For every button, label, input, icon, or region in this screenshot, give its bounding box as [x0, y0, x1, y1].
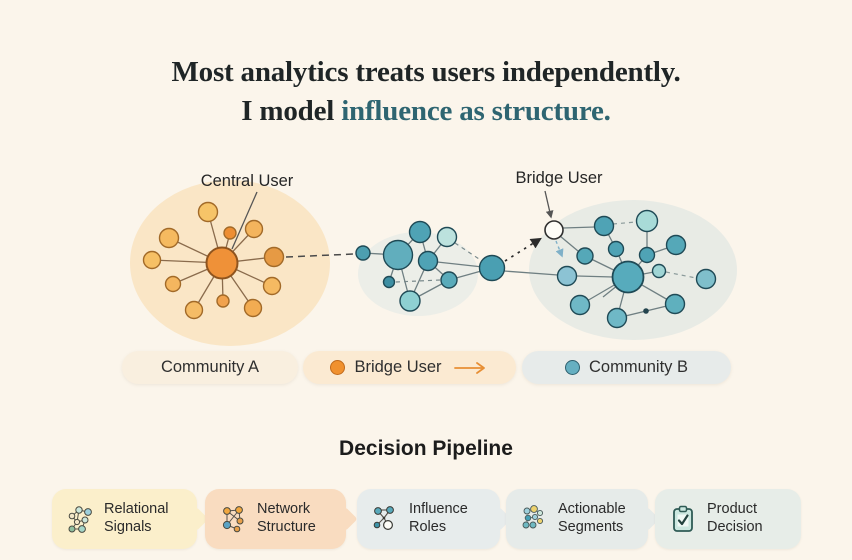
community-a-node — [184, 300, 204, 320]
community-a-node — [223, 226, 237, 240]
actionable-segments-icon — [522, 505, 544, 529]
central-user-label: Central User — [201, 172, 294, 190]
step-label-line2: Decision — [707, 519, 763, 535]
middle-node — [399, 290, 421, 312]
community-a-node — [263, 246, 285, 268]
community-a-node — [262, 276, 282, 296]
middle-node — [478, 254, 506, 282]
community-a-node — [216, 294, 230, 308]
legend-pill-community-a: Community A — [122, 351, 298, 384]
middle-node — [382, 239, 414, 271]
step-label-line1: Influence — [409, 501, 468, 518]
bridge-user-label: Bridge User — [515, 169, 603, 187]
bridge-user-node — [544, 220, 564, 240]
central-user-pointer-line — [231, 191, 258, 250]
central-user-node — [205, 246, 239, 280]
middle-node — [440, 271, 458, 289]
community-b-nodes — [556, 209, 717, 329]
bridge-user-pointer-line — [544, 190, 554, 219]
legend-community-b-label: Community B — [588, 358, 689, 376]
step-label-line1: Network — [257, 501, 311, 518]
community-b-node — [569, 294, 591, 316]
bridge-user-dot-icon — [330, 360, 346, 375]
middle-node — [436, 226, 458, 248]
community-a-node — [243, 298, 263, 318]
middle-node — [417, 250, 439, 272]
long-right-arrow-icon — [453, 361, 489, 375]
community-b-node — [607, 240, 625, 258]
step-label-line1: Product — [707, 501, 757, 518]
step-label: Relational Signals — [104, 501, 169, 536]
middle-cluster-nodes — [355, 220, 506, 312]
community-b-node — [606, 307, 628, 329]
headline-line-2: I model influence as structure. — [0, 92, 852, 131]
community-b-node — [665, 234, 687, 256]
pipeline-step-actionable-segments: Actionable Segments — [506, 489, 648, 549]
pipeline-step-network-structure: Network Structure — [205, 489, 346, 549]
legend-pill-bridge-user: Bridge User — [303, 351, 516, 384]
community-a-node — [142, 250, 162, 270]
step-label: Network Structure — [257, 501, 316, 536]
clipboard-check-icon — [673, 505, 693, 532]
step-label-line1: Actionable — [558, 501, 626, 518]
community-a-node — [244, 219, 264, 239]
community-b-node — [664, 293, 686, 315]
network-diagram-svg: Central User — [130, 169, 737, 346]
legend-bridge-user-label: Bridge User — [354, 358, 442, 376]
community-b-node — [695, 268, 717, 290]
community-a-nodes — [142, 201, 285, 320]
pipeline-title: Decision Pipeline — [339, 437, 513, 460]
headline-highlight: influence as structure. — [341, 95, 611, 127]
community-b-dot-icon — [564, 360, 580, 375]
community-a-node — [158, 227, 180, 249]
step-label-line1: Relational — [104, 501, 169, 518]
community-b-node — [635, 209, 659, 233]
pipeline-step-relational-signals: Relational Signals — [52, 489, 197, 549]
relational-signals-icon — [68, 506, 92, 533]
step-label: Product Decision — [707, 501, 763, 536]
community-b-node — [556, 265, 578, 287]
network-structure-icon — [222, 506, 244, 533]
community-b-tiny-node — [643, 308, 649, 314]
community-a-node — [164, 275, 182, 293]
community-b-node — [593, 215, 615, 237]
community-b-node — [638, 246, 656, 264]
pipeline-step-influence-roles: Influence Roles — [357, 489, 500, 549]
step-label-line2: Signals — [104, 519, 152, 535]
step-label-line2: Structure — [257, 519, 316, 535]
legend-pill-community-b: Community B — [522, 351, 731, 384]
influence-roles-icon — [373, 506, 394, 531]
headline-line2-prefix: I model — [241, 95, 342, 127]
community-b-hub-node — [611, 260, 645, 294]
community-a-node — [197, 201, 219, 223]
middle-cluster-dashed-edges — [395, 242, 483, 283]
step-label: Influence Roles — [409, 501, 468, 536]
middle-node — [382, 275, 396, 289]
step-label-line2: Segments — [558, 519, 624, 535]
headline-line-1: Most analytics treats users independentl… — [171, 56, 681, 88]
middle-node — [408, 220, 432, 244]
community-b-dashed-edges — [612, 221, 697, 279]
pipeline-step-product-decision: Product Decision — [655, 489, 801, 549]
middle-node — [355, 245, 371, 261]
bridge-user-blue-dashed-arrow — [555, 240, 564, 258]
step-label-line2: Roles — [409, 519, 447, 535]
community-b-node — [651, 263, 667, 279]
step-label: Actionable Segments — [558, 501, 626, 536]
legend-community-a-label: Community A — [160, 358, 260, 376]
community-b-node — [576, 247, 594, 265]
headline: Most analytics treats users independentl… — [0, 53, 852, 131]
